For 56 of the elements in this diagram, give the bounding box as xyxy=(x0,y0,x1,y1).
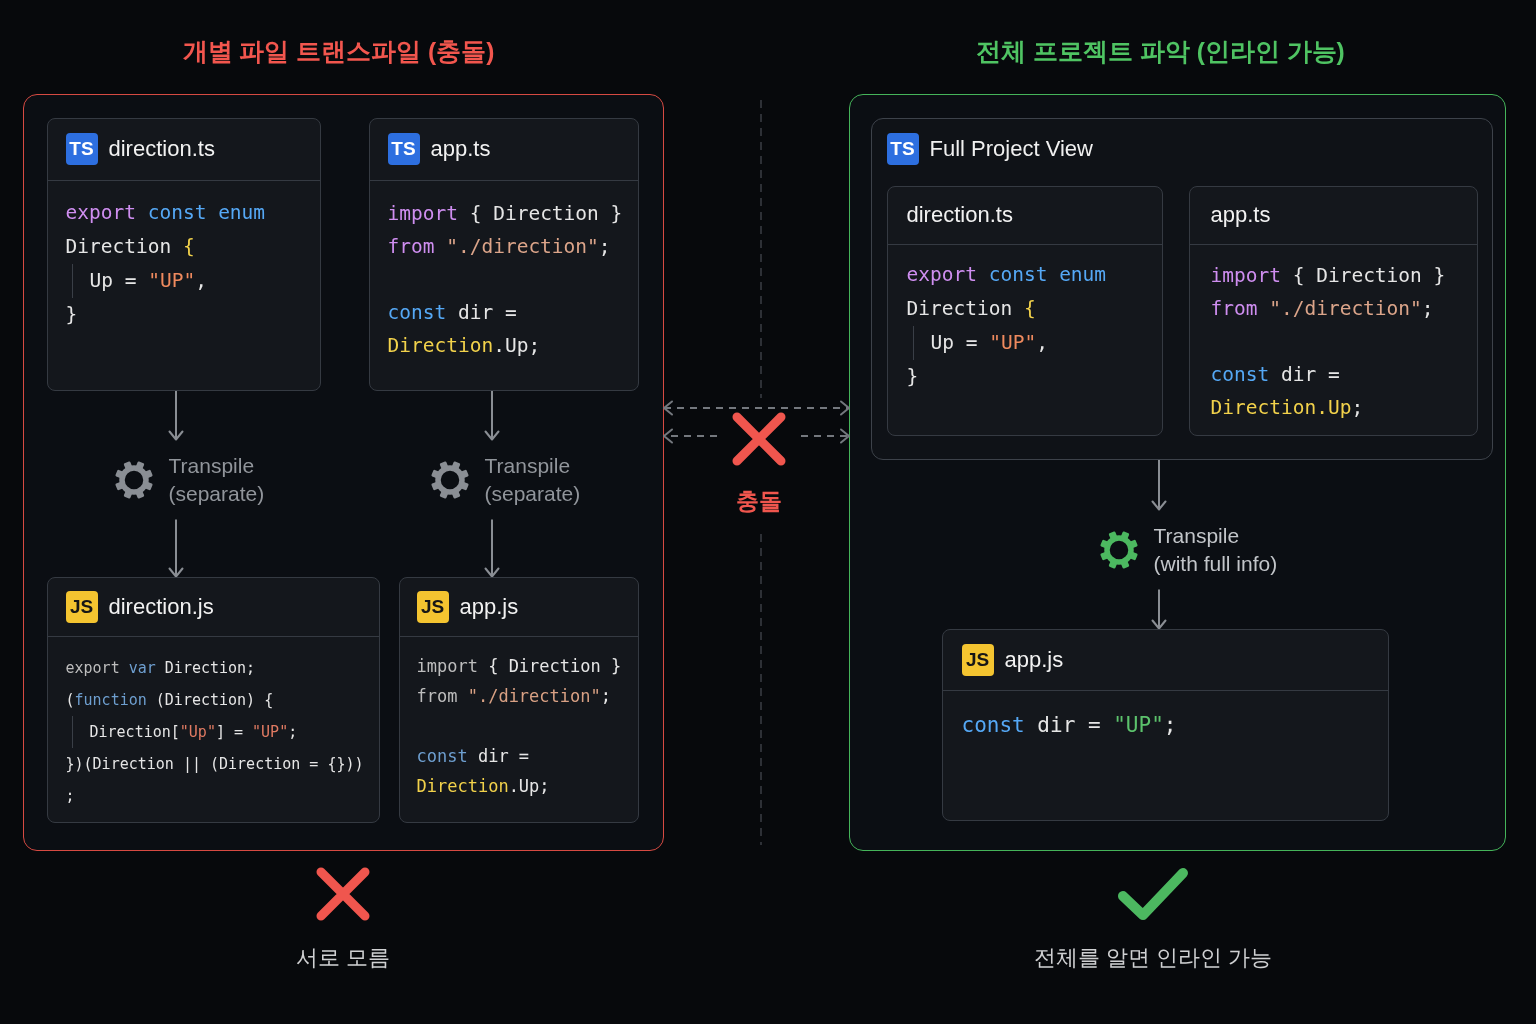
arrow xyxy=(484,518,500,578)
file-type-badge: TS xyxy=(387,133,420,165)
code-line: (function (Direction) { xyxy=(65,689,274,711)
step-label: Transpile (with full info) xyxy=(1153,522,1279,577)
file-name: direction.js xyxy=(108,593,214,620)
arrow xyxy=(1151,588,1167,630)
code-line: })(Direction || (Direction = {})) ; xyxy=(65,753,365,807)
code-card xyxy=(46,117,321,391)
panel-title: 전체 프로젝트 파악 (인라인 가능) xyxy=(976,37,1345,67)
panel xyxy=(870,117,1493,460)
arrow xyxy=(1151,458,1167,511)
step-label: Transpile (separate) xyxy=(484,452,582,507)
code-card xyxy=(941,628,1389,821)
file-type-badge: JS xyxy=(416,590,449,623)
code-card xyxy=(46,576,380,823)
file-name: app.ts xyxy=(1210,202,1271,228)
code-card xyxy=(886,185,1163,436)
result-label: 서로 모름 xyxy=(295,944,391,972)
file-type-badge: JS xyxy=(961,643,994,676)
code-line: } xyxy=(65,301,78,328)
code-card xyxy=(368,117,639,391)
code-line: import { Direction } from "./direction"; xyxy=(387,200,624,260)
dashed-arrow xyxy=(663,428,718,444)
arrow xyxy=(168,518,184,578)
step-label: Transpile (separate) xyxy=(168,452,266,507)
panel-title: 개별 파일 트랜스파일 (충돌) xyxy=(182,37,495,67)
file-name: app.js xyxy=(459,593,519,620)
code-line: export const enum Direction { xyxy=(65,199,267,260)
file-name: direction.ts xyxy=(906,202,1013,228)
file-name: app.js xyxy=(1004,646,1064,673)
code-card xyxy=(1188,185,1478,436)
code-line: const dir = Direction.Up; xyxy=(416,744,551,798)
result-label: 전체를 알면 인라인 가능 xyxy=(1033,944,1273,972)
code-line: } xyxy=(906,363,919,390)
code-line: const dir = Direction.Up; xyxy=(1210,361,1365,421)
code-card xyxy=(398,576,639,823)
code-line: Up = "UP", xyxy=(912,325,1048,360)
code-line: Up = "UP", xyxy=(71,263,207,298)
dashed-arrow xyxy=(800,428,850,444)
code-line: import { Direction } from "./direction"; xyxy=(416,654,623,708)
code-line: export const enum Direction { xyxy=(906,261,1108,322)
arrow xyxy=(484,389,500,441)
file-type-badge: JS xyxy=(65,590,98,623)
code-line: const dir = "UP"; xyxy=(961,711,1177,739)
code-line: const dir = Direction.Up; xyxy=(387,299,542,359)
code-line: export var Direction; xyxy=(65,657,256,679)
code-line: Direction["Up"] = "UP"; xyxy=(71,715,298,748)
section-title: Full Project View xyxy=(929,135,1093,162)
file-name: app.ts xyxy=(430,136,491,162)
conflict-label: 충돌 xyxy=(736,488,782,516)
file-type-badge: TS xyxy=(65,133,98,165)
file-name: direction.ts xyxy=(108,136,215,162)
file-type-badge: TS xyxy=(886,132,919,165)
code-line: import { Direction } from "./direction"; xyxy=(1210,262,1447,322)
dashed-arrow xyxy=(663,400,850,416)
arrow xyxy=(168,389,184,441)
